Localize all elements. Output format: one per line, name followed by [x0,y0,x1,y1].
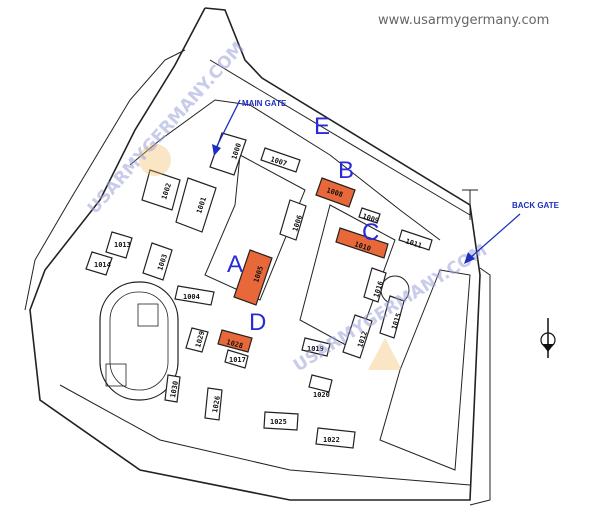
building-label: 1020 [313,391,330,399]
main-gate-arrow [215,99,241,149]
location-label-e: E [314,113,330,140]
location-label-b: B [338,157,354,184]
arrow-head-icon [212,144,221,156]
building-label: 1014 [94,261,111,269]
building-1001[interactable]: 1001 [175,177,217,233]
watermark-emblem-left [139,144,171,176]
building-1010[interactable]: 1010 [335,227,389,259]
north-arrow-icon [540,318,556,358]
building-label: 1025 [270,418,287,426]
building-1008[interactable]: 1008 [315,177,356,208]
back-gate-arrow [469,213,521,259]
building-1013[interactable]: 1013 [105,231,133,259]
main-gate-label: MAIN GATE [242,99,287,108]
building-1025[interactable]: 1025 [263,411,299,431]
building-label: 1019 [307,345,324,353]
location-label-a: A [227,251,243,278]
building-1029[interactable]: 1029 [185,327,209,353]
building-1007[interactable]: 1007 [260,147,301,173]
building-1003[interactable]: 1003 [142,242,173,281]
main-gate-marker: MAIN GATE [212,99,287,156]
sports-field [99,281,179,401]
watermark-emblem-right [368,338,402,370]
arrow-head-icon [464,252,475,264]
building-1017[interactable]: 1017 [224,349,249,369]
building-1022[interactable]: 1022 [315,427,356,449]
building-1028[interactable]: 1028 [217,329,253,353]
location-label-c: C [362,219,379,246]
building-1011[interactable]: 1011 [398,229,433,251]
back-gate-marker: BACK GATE [464,201,560,264]
site-credit: www.usarmygermany.com [378,13,549,28]
building-1006[interactable]: 1006 [279,199,307,241]
building-1004[interactable]: 1004 [174,285,215,306]
building-1002[interactable]: 1002 [141,169,181,211]
building-1026[interactable]: 1026 [204,387,223,421]
building-1014[interactable]: 1014 [85,251,113,276]
building-1030[interactable]: 1030 [164,374,181,403]
open-area-north [204,154,306,301]
building-1019[interactable]: 1019 [301,337,331,357]
building-1020[interactable]: 1020 [308,374,333,399]
back-gate-label: BACK GATE [512,201,560,210]
buildings: 1000 1001 1002 1003 1004 1005 1006 1007 [85,132,433,449]
perimeter-outline [24,7,491,506]
building-1005[interactable]: 1005 [233,249,273,306]
building-label: 1022 [323,436,340,444]
building-label: 1030 [169,380,180,398]
building-label: 1004 [183,293,200,301]
building-label: 1017 [229,356,246,364]
building-label: 1013 [114,241,131,249]
building-label: 1026 [211,395,222,413]
open-area-east [379,269,471,471]
location-label-d: D [249,309,266,336]
building-1015[interactable]: 1015 [379,295,405,339]
